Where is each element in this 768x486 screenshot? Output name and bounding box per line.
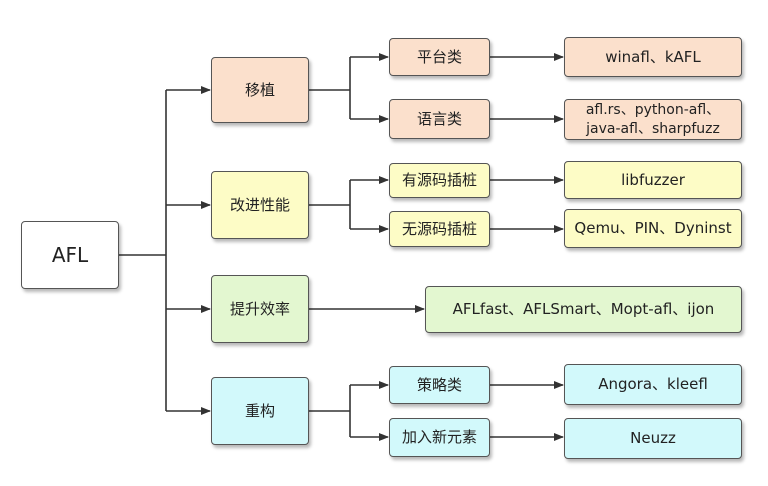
sub-node-label: 无源码插桩 (401, 219, 477, 238)
branch-label: 移植 (244, 80, 275, 99)
leaf-node-text: Neuzz (630, 429, 676, 448)
branch-node-refactor: 重构 (211, 377, 309, 445)
branch-node-porting: 移植 (211, 57, 309, 123)
sub-node-language: 语言类 (389, 99, 490, 139)
branch-label: 提升效率 (229, 299, 290, 318)
leaf-node-text: winafl、kAFL (605, 47, 701, 66)
branch-label: 改进性能 (229, 195, 290, 214)
sub-node-strategy: 策略类 (389, 366, 490, 404)
branch-label: 重构 (244, 401, 275, 420)
root-node-afl: AFL (21, 221, 119, 289)
branch-node-performance: 改进性能 (211, 171, 309, 239)
leaf-node-binary-tools: Qemu、PIN、Dyninst (564, 209, 742, 248)
leaf-node-text: libfuzzer (621, 170, 685, 189)
leaf-node-language-tools: afl.rs、python-afl、 java-afl、sharpfuzz (564, 99, 742, 140)
leaf-node-neuzz: Neuzz (564, 418, 742, 459)
leaf-node-text: afl.rs、python-afl、 java-afl、sharpfuzz (585, 102, 721, 137)
leaf-node-strategy-tools: Angora、kleefl (564, 364, 742, 405)
leaf-node-platform-tools: winafl、kAFL (564, 37, 742, 77)
leaf-node-text: Angora、kleefl (598, 375, 708, 394)
sub-node-label: 平台类 (416, 47, 462, 66)
sub-node-platform: 平台类 (389, 38, 490, 76)
root-node-label: AFL (51, 242, 89, 267)
sub-node-label: 策略类 (416, 375, 462, 394)
leaf-node-text: AFLfast、AFLSmart、Mopt-afl、ijon (452, 300, 715, 319)
leaf-node-efficiency-tools: AFLfast、AFLSmart、Mopt-afl、ijon (425, 286, 742, 333)
sub-node-label: 语言类 (416, 109, 462, 128)
sub-node-binary-instrumentation: 无源码插桩 (389, 211, 490, 247)
sub-node-new-elements: 加入新元素 (389, 418, 490, 457)
leaf-node-libfuzzer: libfuzzer (564, 161, 742, 199)
branch-node-efficiency: 提升效率 (211, 275, 309, 343)
sub-node-label: 有源码插桩 (401, 171, 477, 190)
sub-node-source-instrumentation: 有源码插桩 (389, 163, 490, 198)
sub-node-label: 加入新元素 (401, 428, 477, 447)
leaf-node-text: Qemu、PIN、Dyninst (574, 219, 732, 238)
